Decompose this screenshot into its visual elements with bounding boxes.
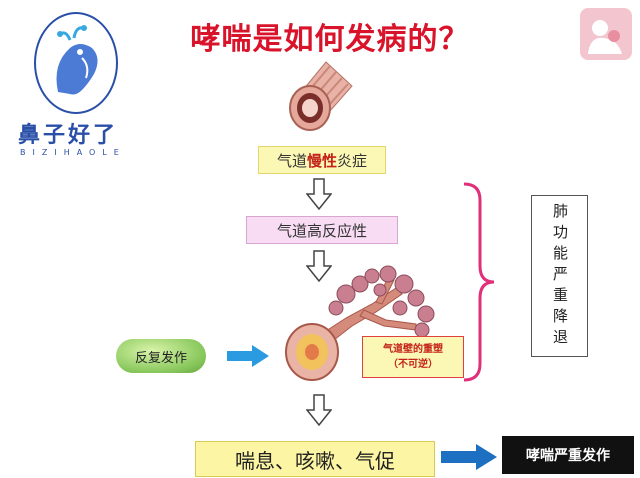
irreversible-text: （不可逆） <box>388 359 438 370</box>
logo-romanized: BIZIHAOLE <box>20 148 126 157</box>
step1-prefix: 气道 <box>276 151 307 170</box>
bronchi-illustration <box>285 265 435 381</box>
wall-remodeling-label: 气道壁的重塑 （不可逆） <box>362 336 464 378</box>
severe-attack-box: 哮喘严重发作 <box>502 436 634 474</box>
step1-suffix: 炎症 <box>337 151 368 170</box>
airway-hyperresponsiveness-box: 气道高反应性 <box>246 216 398 244</box>
step1-highlight: 慢性 <box>306 151 337 170</box>
chronic-inflammation-box: 气道慢性炎症 <box>258 146 386 174</box>
lung-function-decline-text: 肺功能严重降退 <box>551 202 569 350</box>
right-arrow-icon <box>441 444 497 470</box>
lung-function-decline-box: 肺功能严重降退 <box>531 195 588 357</box>
symptoms-box: 喘息、咳嗽、气促 <box>195 441 435 477</box>
airway-tube-illustration <box>289 61 353 131</box>
down-arrow-icon <box>306 394 332 426</box>
right-brace-icon <box>463 182 495 382</box>
repeated-attacks-pill: 反复发作 <box>116 339 206 373</box>
logo-name: 鼻子好了 <box>18 123 119 148</box>
down-arrow-icon <box>306 178 332 210</box>
wall-remodeling-text: 气道壁的重塑 <box>383 344 443 355</box>
page-title: 哮喘是如何发病的？ <box>190 22 470 57</box>
elephant-icon <box>56 25 98 95</box>
mother-baby-icon <box>580 8 632 60</box>
down-arrow-icon <box>306 250 332 282</box>
right-arrow-icon <box>227 345 269 367</box>
logo-emblem <box>34 12 118 114</box>
